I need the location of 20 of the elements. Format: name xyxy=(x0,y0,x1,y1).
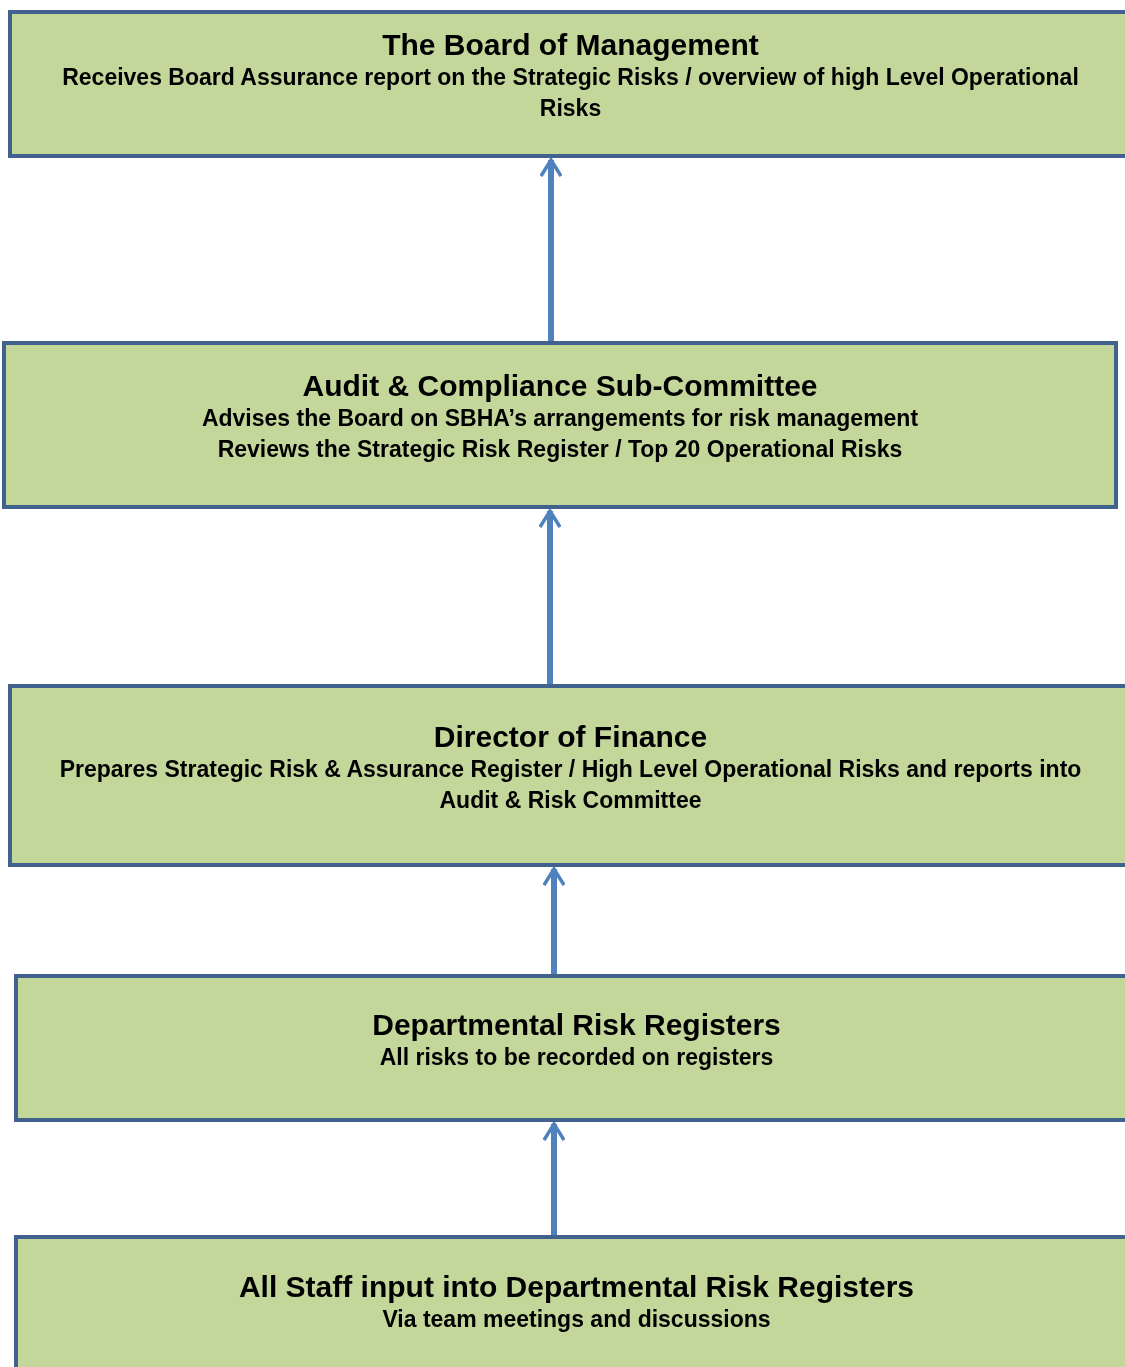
box-description: Prepares Strategic Risk & Assurance Register / High Level Operational Risks and reports into Audit & Risk Committee xyxy=(58,754,1083,815)
box-title: All Staff input into Departmental Risk Registers xyxy=(238,1269,915,1304)
process-box xyxy=(14,1235,1125,1367)
process-box xyxy=(8,10,1125,158)
box-description: Receives Board Assurance report on the Strategic Risks / overview of high Level Operational Risks xyxy=(61,63,1080,123)
box-description: Reviews the Strategic Risk Register / Top 20 Operational Risks xyxy=(217,435,903,464)
box-description: Advises the Board on SBHA’s arrangements for risk management xyxy=(201,404,919,433)
box-title: Departmental Risk Registers xyxy=(372,1007,781,1042)
arrow xyxy=(542,867,566,974)
box-title: The Board of Management xyxy=(382,28,759,62)
process-box xyxy=(2,341,1118,509)
box-title: Audit & Compliance Sub-Committee xyxy=(302,369,818,403)
process-box xyxy=(14,974,1125,1122)
process-box xyxy=(8,684,1125,867)
arrow xyxy=(538,509,562,684)
box-description: All risks to be recorded on registers xyxy=(379,1042,774,1072)
box-description: Via team meetings and discussions xyxy=(382,1304,771,1334)
arrow xyxy=(542,1122,566,1235)
box-title: Director of Finance xyxy=(433,719,708,754)
arrow xyxy=(539,158,563,341)
